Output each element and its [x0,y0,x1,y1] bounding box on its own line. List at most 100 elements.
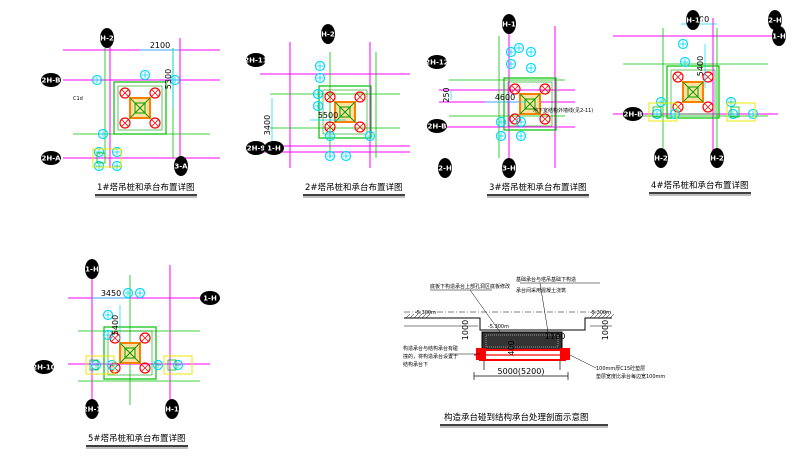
axis-label: 1-H [203,295,217,303]
crane-column-icon [119,342,141,364]
axis-bubble: 1-H [85,259,99,279]
hatch [601,313,607,319]
dim-center-label: 1100 [545,332,565,341]
crane-column-icon [129,97,151,119]
elev-left: -5.300m [415,310,436,316]
axis-bubble-shape [427,55,447,69]
column-icon [314,72,326,84]
column-icon [505,58,517,70]
axis-bubble-shape [710,148,724,168]
axis-bubble-shape [41,73,61,87]
column-icon [314,60,326,72]
axis-label: 2H-B [624,111,643,119]
pile-icon [702,101,714,113]
axis-bubble-shape [246,141,266,155]
column-icon [312,100,324,112]
hatch [405,313,411,319]
panel-title: 1#塔吊桩和承台布置详图 [97,182,195,193]
dim-h-label: 4600 [495,93,515,102]
panel-4: 280054002H-102H-B2H-212H-202-H1-H4#塔吊桩和承… [613,10,786,196]
column-icon [139,69,151,81]
column-icon [122,287,134,299]
section-title: 构造承台碰到结构承台处理剖面示意图 [444,412,589,423]
elev-mid: -5.300m [488,324,509,330]
dim-right-label: 1000 [601,320,610,340]
column-icon [90,359,102,371]
pile-icon [149,117,161,129]
cap-end [476,348,486,360]
axis-label: 2H-20 [705,155,729,163]
hatch [421,313,427,319]
axis-label: 1-H [772,33,786,41]
axis-bubble-shape [41,151,61,165]
axis-label: 3-H [502,165,516,173]
slab-outline [404,317,612,331]
hatch [609,313,615,319]
pile-icon [139,332,151,344]
column-icon [725,96,737,108]
pile-cap-inner [322,89,368,135]
axis-label: 2H-1 [83,406,102,414]
hatch [425,313,431,319]
hatch [605,313,611,319]
axis-label: 2-H [768,17,782,25]
panel-note: 地下室结构外墙线(见2-11) [533,107,593,114]
axis-bubble: 2H-21 [649,148,673,168]
note-right-2: 垫层宽度比承台每边宽100mm [596,373,665,380]
pile-cap-inner [670,69,716,115]
axis-label: 1-H [85,266,99,274]
axis-label: 3-A [174,163,188,171]
hatch [593,313,599,319]
note-left: 构造承台与结构承台有碰 [403,345,458,352]
axis-bubble-shape [34,360,54,374]
axis-label: 2H-10 [32,364,56,372]
pile-icon [539,113,551,125]
hatch [597,313,603,319]
dim-v-label: 5400 [696,56,705,76]
pile-cap [503,77,557,131]
column-icon [655,96,667,108]
axis-bubble: 2H-1 [83,399,102,419]
axis-bubble: 2H-20 [705,148,729,168]
axis-bubble: 2H-20 [95,28,119,48]
hatch [413,313,419,319]
axis-bubble: 1-H [772,26,786,46]
note-right: 100mm厚C15砼垫层 [596,365,645,372]
note-left-2: 撞的，将构造承台设置于 [403,353,458,360]
axis-label: 2H-10 [681,17,705,25]
axis-bubble: 2H-B [623,107,643,121]
panel-title: 3#塔吊桩和承台布置详图 [489,182,587,193]
axis-bubble-shape [768,10,782,30]
note-top-right-2: 承台间采用混凝土浇筑 [516,287,566,294]
dim-v-label: 3400 [263,115,272,135]
axis-bubble: 2H-B [427,119,447,133]
pile-icon [539,83,551,95]
dim-h-label: 5500 [318,111,338,120]
dim-h-label: 2100 [150,41,170,50]
column-icon [495,130,507,142]
axis-label: 2H-11 [244,57,268,65]
dim-left-label: 1000 [461,320,470,340]
axis-label: 2H-A [41,155,61,163]
axis-bubble: 2-H [438,158,452,178]
column-icon [679,56,691,68]
column-icon [340,150,352,162]
axis-label: 2H-11 [160,406,184,414]
column-icon [106,359,118,371]
panel-note: C1d [73,96,83,102]
axis-label: 2H-20 [95,35,119,43]
axis-bubble-shape [200,291,220,305]
axis-bubble-shape [502,14,516,34]
dim-v-label: 5400 [111,315,120,335]
axis-label: 2H-21 [649,155,673,163]
dim-inner-label: 400 [507,340,516,355]
pile-icon [119,87,131,99]
panel-title: 5#塔吊桩和承台布置详图 [88,433,186,444]
axis-label: 2H-12 [425,59,449,67]
leader [469,289,501,333]
pile-icon [119,117,131,129]
hatch [409,313,415,319]
axis-bubble-shape [246,53,266,67]
